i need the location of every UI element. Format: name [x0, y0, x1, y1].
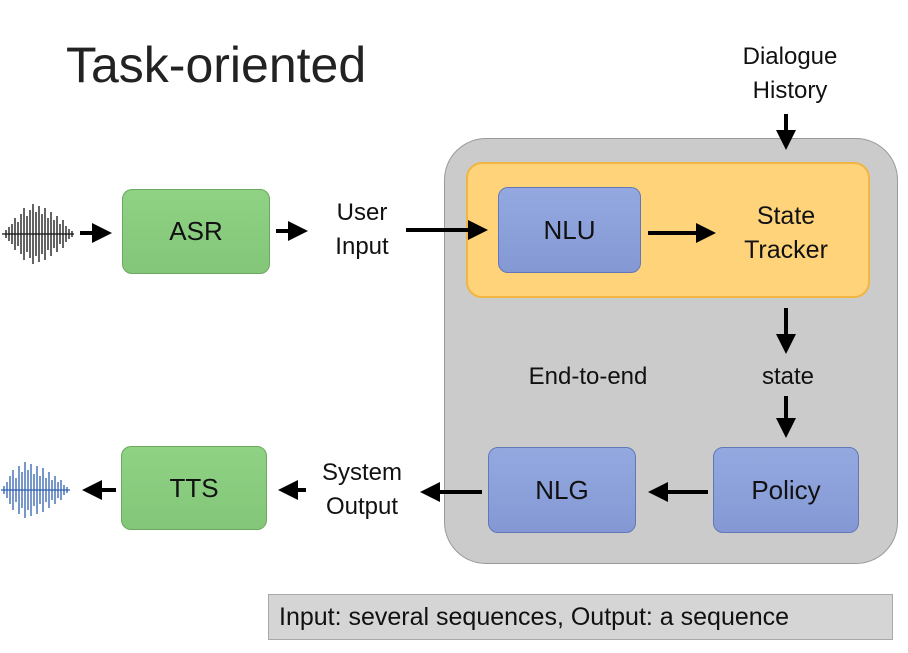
- state-label: state: [761, 363, 815, 390]
- end-to-end-label: End-to-end: [528, 363, 648, 390]
- input-waveform-icon: [2, 204, 74, 264]
- state-tracker-label: State Tracker: [744, 202, 828, 264]
- output-waveform-icon: [1, 462, 70, 518]
- dialogue-history-label: Dialogue History: [742, 43, 838, 104]
- nlu-box: NLU: [498, 187, 641, 273]
- page-title: Task-oriented: [66, 37, 367, 93]
- policy-box: Policy: [713, 447, 859, 533]
- caption-box: Input: several sequences, Output: a sequ…: [268, 594, 893, 640]
- system-output-label: System Output: [321, 459, 402, 520]
- tts-box: TTS: [121, 446, 267, 530]
- nlg-box: NLG: [488, 447, 636, 533]
- user-input-label: User Input: [335, 199, 389, 260]
- asr-box: ASR: [122, 189, 270, 274]
